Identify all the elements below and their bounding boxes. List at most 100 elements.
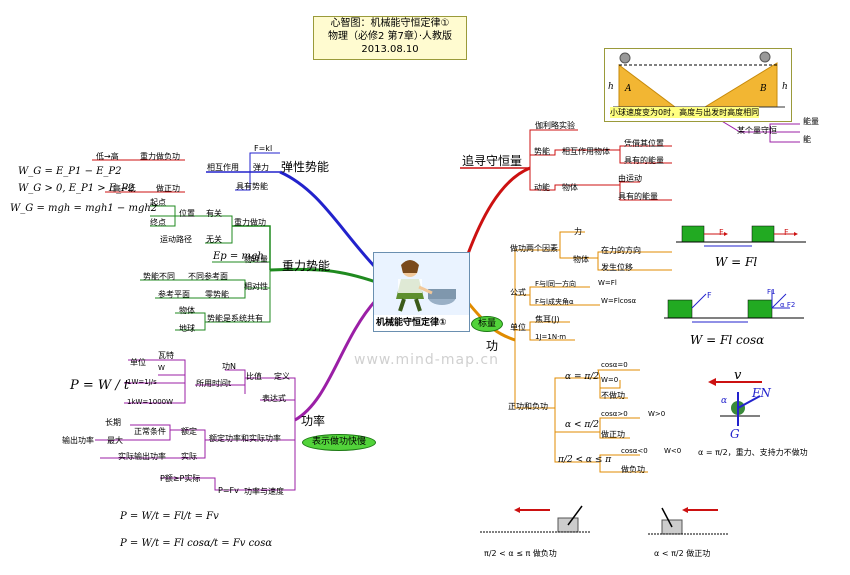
node-cos0: cosα=0 (601, 361, 628, 369)
center-node[interactable] (373, 252, 470, 332)
node-p-fv: P=Fv (218, 486, 239, 495)
node-object: 物体 (179, 306, 195, 315)
eq-p-2: P = W/t = Fl/t = Fv (120, 511, 219, 522)
node-do-pos: 做正功 (601, 430, 625, 439)
branch-seek[interactable]: 追寻守恒量 (462, 154, 523, 168)
node-w0: W=0 (601, 376, 619, 384)
node-high-low: 高→低 (113, 184, 136, 193)
node-earth: 地球 (179, 324, 195, 333)
node-conserved: 某个量守恒 (737, 126, 777, 135)
watermark: www.mind-map.cn (354, 352, 499, 368)
node-unit2: 单位 (130, 358, 146, 367)
work-diagram-2 (664, 290, 804, 323)
node-ref-plane: 参考平面 (158, 290, 190, 299)
neg-case-label: π/2 < α ≤ π 做负功 (484, 549, 557, 558)
node-interaction: 相互作用 (207, 163, 239, 172)
alpha-lt: α < π/2 (565, 420, 600, 430)
node-w-fl: W=Fl (598, 279, 617, 287)
branch-elastic[interactable]: 弹性势能 (281, 160, 330, 174)
incline-label-h2: h (782, 82, 788, 92)
node-ability: 能 (803, 135, 811, 144)
node-end: 终点 (150, 218, 166, 227)
eq-wg-2: W_G > 0, E_P1 > E_P2 (18, 183, 135, 194)
node-displacement: 发生位移 (601, 263, 633, 272)
node-kw: 1kW=1000W (127, 398, 174, 406)
diagram-alpha: α (721, 396, 728, 406)
node-work-n: 功N (222, 362, 236, 371)
normal-note: α = π/2，重力、支持力不做功 (698, 448, 808, 457)
eq-wg-3: W_G = mgh = mgh1 − mgh2 (10, 203, 158, 214)
node-two-factors: 做功两个因素 (510, 244, 558, 253)
node-w-lt0: W<0 (664, 447, 682, 455)
node-phys-qty: 物理量 (244, 255, 268, 264)
branch-gravity-pe[interactable]: 重力势能 (282, 259, 331, 273)
alpha-eq: α = π/2 (565, 372, 600, 382)
node-actual: 实际 (181, 452, 197, 461)
incline-note: 小球速度变为0时，高度与出发时高度相同 (610, 107, 760, 118)
node-energy: 能量 (803, 117, 819, 126)
node-w-flcos: W=Flcosα (601, 297, 637, 305)
branch-work[interactable]: 功 (486, 339, 499, 353)
node-related: 有关 (206, 209, 222, 218)
title-line-2: 物理（必修2 第7章）·人教版 (327, 31, 453, 42)
node-pos-work: 做正功 (156, 184, 180, 193)
node-relative-pos: 凭借其位置 (624, 139, 664, 148)
node-joule-def: 1J=1N·m (535, 333, 567, 341)
node-spring: 弹力 (253, 163, 269, 172)
title-line-3: 2013.08.10 (361, 44, 419, 55)
node-position: 位置 (179, 209, 195, 218)
incline-label-a: A (625, 84, 632, 94)
diagram-g: G (730, 427, 740, 441)
diagram-w-fl: W = Fl (715, 255, 758, 269)
node-kj: 1W=1J/s (127, 378, 157, 386)
node-cos-lt0: cosα<0 (621, 447, 648, 455)
node-time-t: 所用时间t (196, 379, 232, 388)
scalar-badge: 标量 (471, 316, 503, 332)
node-galileo: 伽利略实验 (535, 121, 575, 130)
normal-force-diagram (708, 378, 762, 426)
pos-case-label: α < π/2 做正功 (654, 549, 711, 558)
diagram-w-flcos: W = Fl cosα (690, 333, 765, 347)
eq-wg-1: W_G = E_P1 − E_P2 (18, 166, 122, 177)
node-no-work: 不做功 (601, 391, 625, 400)
node-in-force-dir: 在力的方向 (601, 246, 641, 255)
diagram-f-1: F (719, 228, 724, 237)
diagram-fn: FN (752, 386, 771, 400)
diagram-v: v (734, 368, 742, 383)
node-diff-ref: 不同参考面 (188, 272, 228, 281)
node-diff-pe: 势能不同 (143, 272, 175, 281)
node-do-neg: 做负功 (621, 465, 645, 474)
diagram-f2: α F2 (780, 301, 796, 309)
node-unit: 单位 (510, 323, 526, 332)
node-ratio: 比值 (246, 372, 262, 381)
node-joule: 焦耳(J) (535, 315, 560, 324)
node-tile: 瓦特 (158, 351, 174, 360)
node-normal: 正常条件 (134, 427, 166, 436)
incline-label-b: B (760, 84, 767, 94)
neg-work-diagram (480, 505, 590, 533)
center-label: 机械能守恒定律① (376, 318, 447, 328)
node-by-motion: 由运动 (618, 174, 642, 183)
node-p-rated: P额≥P实际 (160, 474, 201, 483)
node-long-term: 长期 (105, 418, 121, 427)
title-box: 心智图：机械能守恒定律① 物理（必修2 第7章）·人教版 2013.08.10 (313, 16, 467, 60)
node-out-power: 输出功率 (62, 436, 94, 445)
person-illustration (374, 253, 469, 315)
node-ke: 动能 (534, 183, 550, 192)
node-f-kl: F=kl (254, 144, 273, 153)
title-line-1: 心智图：机械能守恒定律① (330, 18, 450, 29)
node-max: 最大 (107, 436, 123, 445)
node-rated-actual: 额定功率和实际功率 (209, 434, 281, 443)
diagram-f1: F1 (767, 288, 776, 296)
node-path: 运动路径 (160, 235, 192, 244)
pos-work-diagram (648, 507, 728, 535)
node-start: 起点 (150, 198, 166, 207)
node-pe: 势能 (534, 147, 550, 156)
node-has-energy2: 具有的能量 (624, 156, 664, 165)
branch-power[interactable]: 功率 (301, 414, 326, 428)
node-w-gt0: W>0 (648, 410, 666, 418)
diagram-f-3: F (707, 291, 712, 300)
node-definition: 定义 (274, 372, 290, 381)
node-pos-neg: 正功和负功 (508, 402, 548, 411)
